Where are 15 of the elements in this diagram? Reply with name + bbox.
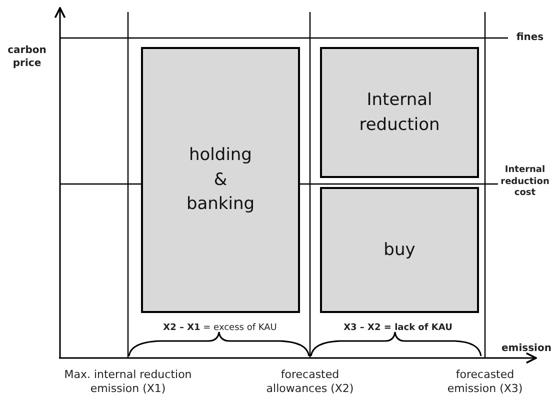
line-label: fines: [515, 31, 545, 44]
shaded-box: [320, 187, 479, 313]
shaded-box: [320, 47, 479, 178]
line-label: Internal reduction cost: [500, 165, 550, 200]
tick-label: Max. internal reduction emission (X1): [63, 368, 193, 397]
tick-label: forecasted emission (X3): [446, 368, 524, 397]
box-label: buy: [382, 238, 416, 262]
tick-label: forecasted allowances (X2): [265, 368, 355, 397]
axis-title: emission: [500, 342, 552, 355]
box-label: Internal reduction: [358, 88, 441, 136]
axis-title: carbon price: [6, 44, 48, 70]
brace-label: X2 – X1 = excess of KAU: [162, 323, 278, 335]
brace-label: X3 – X2 = lack of KAU: [342, 323, 454, 335]
box-label: holding & banking: [186, 144, 256, 216]
shaded-box: [141, 47, 300, 313]
